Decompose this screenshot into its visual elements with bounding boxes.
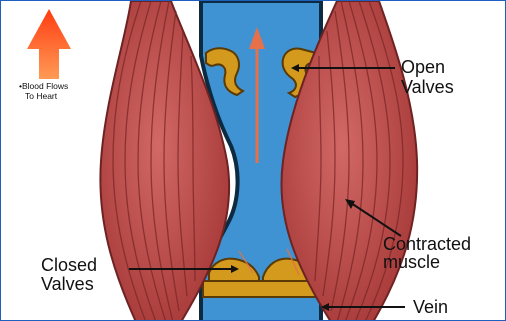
blood-flows-label-line1: •Blood Flows [19,81,68,91]
contracted-muscle-label-line2: muscle [383,252,440,272]
valve-base [203,281,319,297]
open-valves-label-line1: Open [401,57,445,77]
closed-valves-label-line2: Valves [41,274,94,294]
contracted-muscle-label-line1: Contracted [383,234,471,254]
blood-flow-arrow-icon [27,9,71,79]
open-valves-label-line2: Valves [401,77,454,97]
vein-label: Vein [413,297,448,317]
closed-valves-label-line1: Closed [41,255,97,275]
blood-flows-label-line2: To Heart [25,91,58,101]
